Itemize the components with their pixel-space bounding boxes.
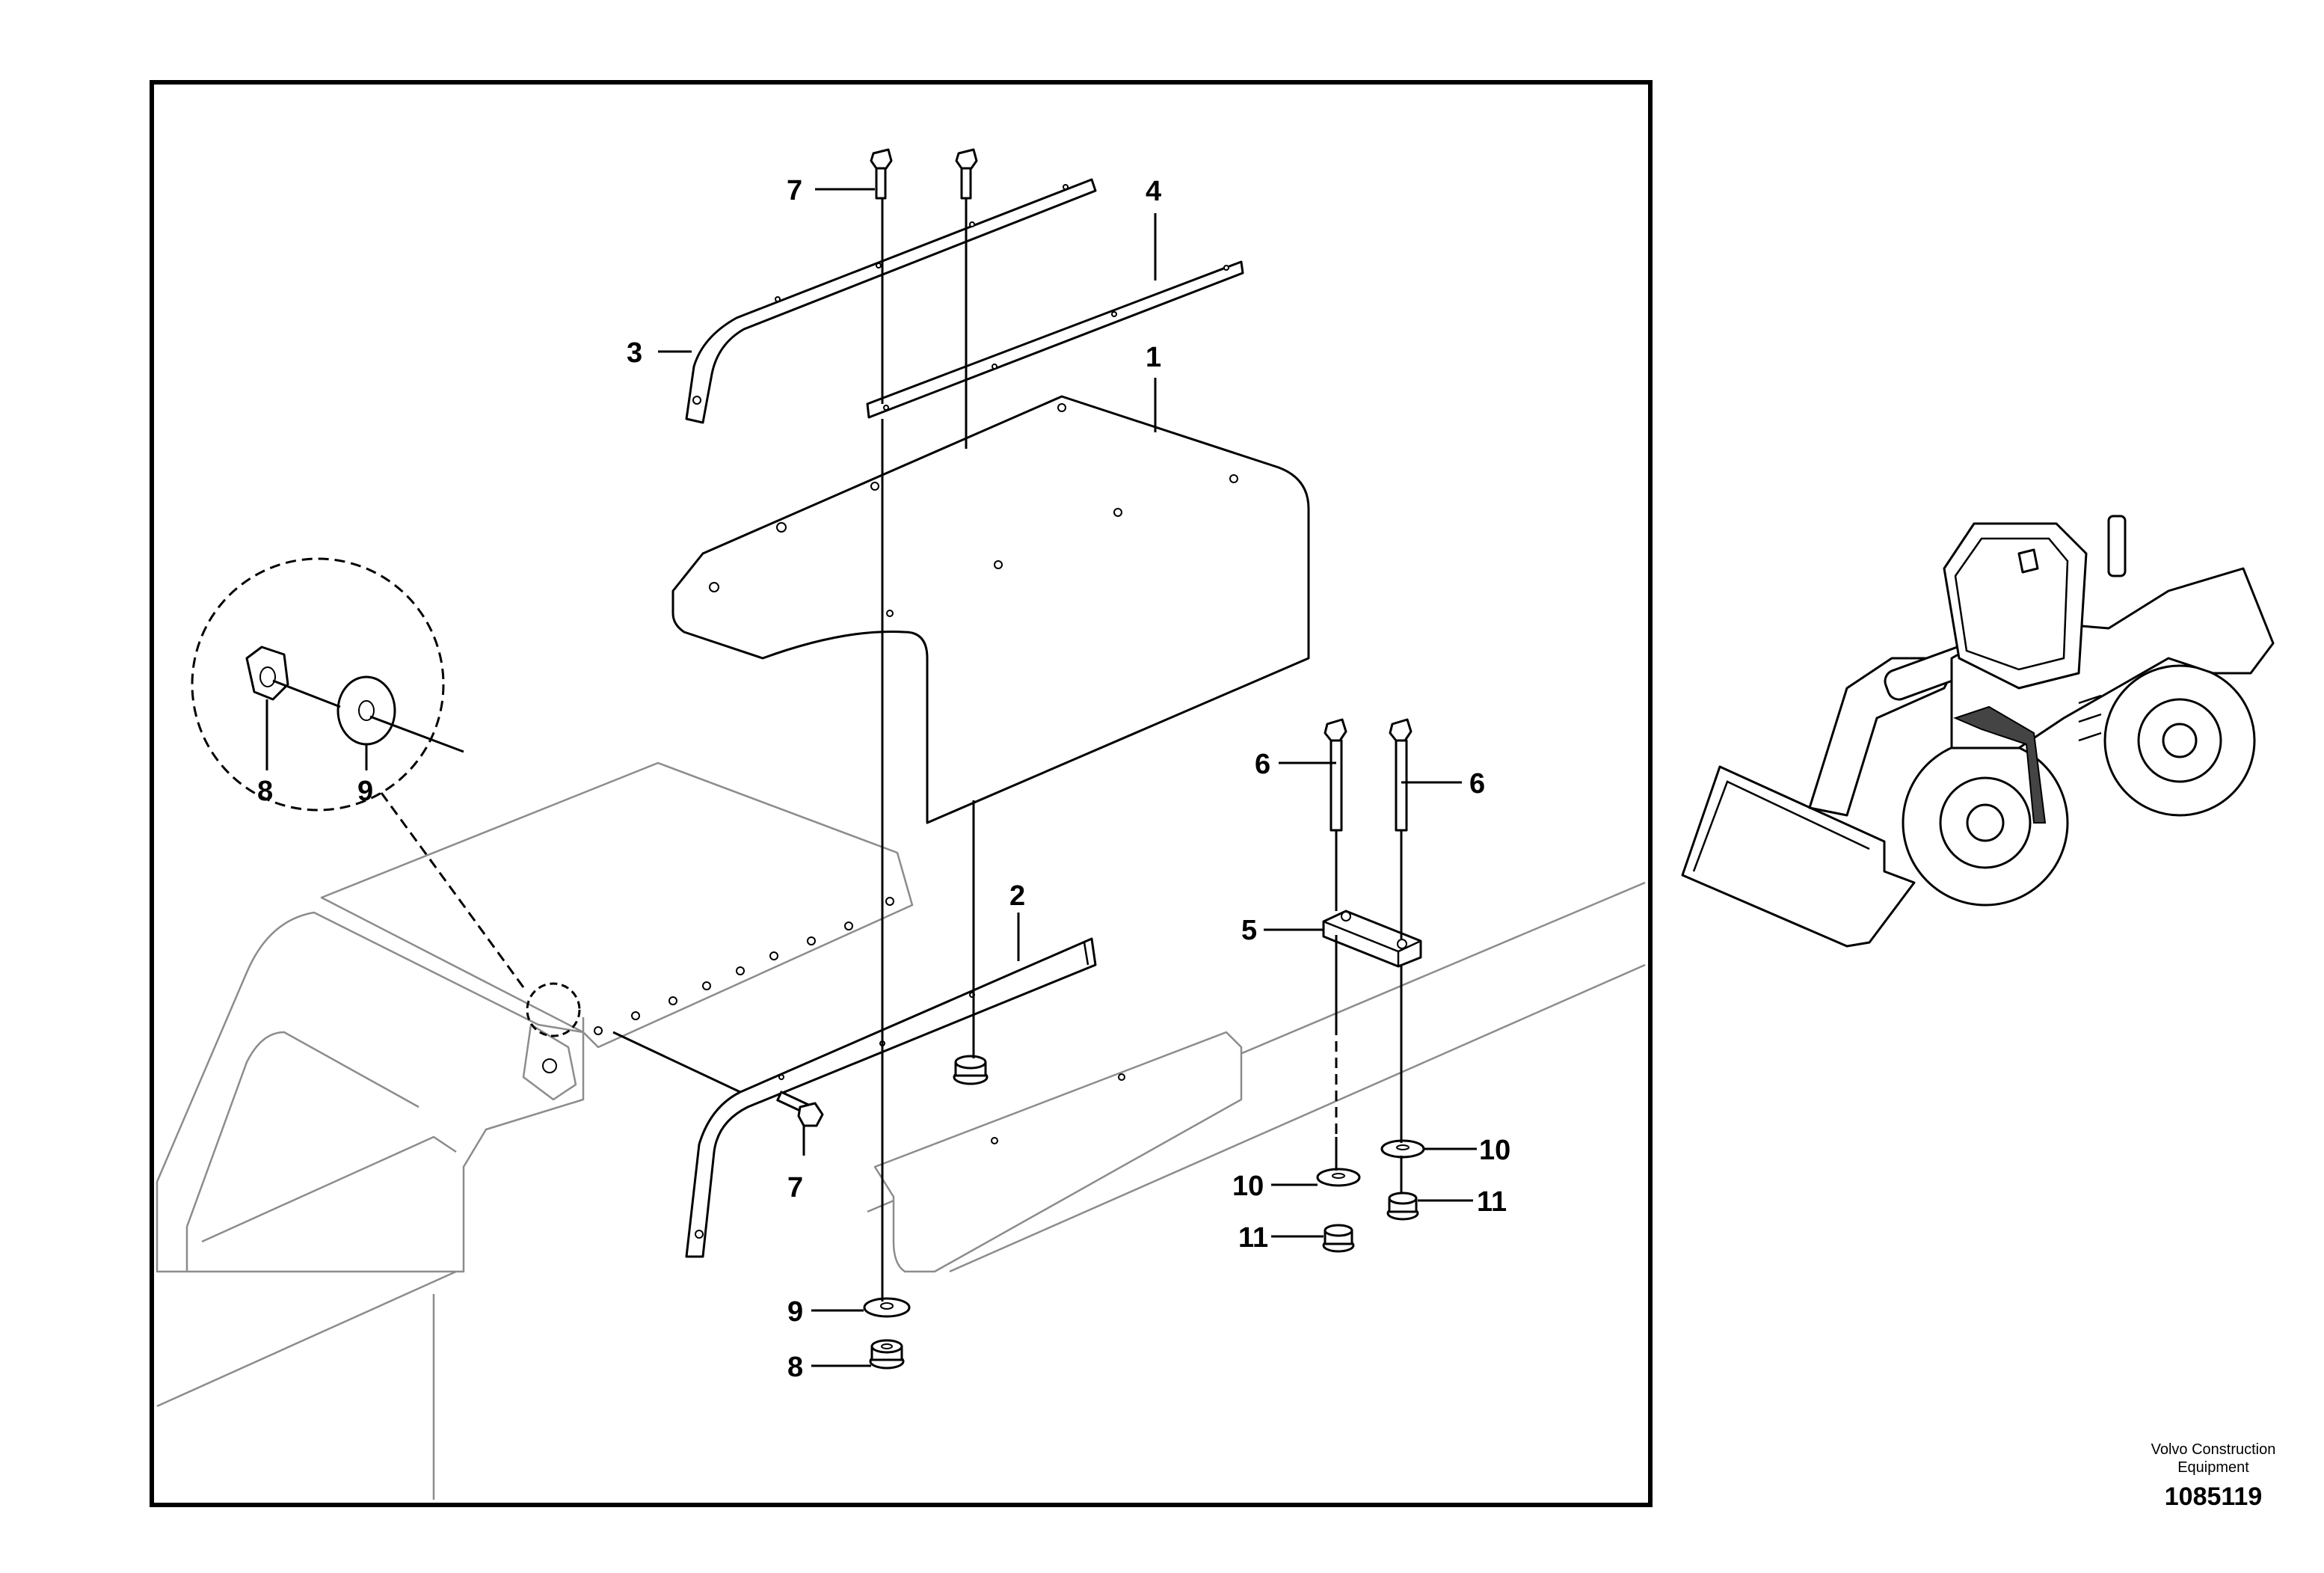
callout-4: 4 <box>1146 176 1161 207</box>
detail-view <box>191 557 581 1037</box>
part-5-spacer-block <box>1322 910 1422 968</box>
callout-7-top: 7 <box>787 175 802 206</box>
part-6-long-bolt-right <box>1389 718 1412 939</box>
machine-context <box>156 761 1646 1500</box>
callout-6-right: 6 <box>1469 768 1485 800</box>
callout-8-lower: 8 <box>787 1352 803 1383</box>
diagram-frame <box>150 80 1653 1507</box>
callout-3: 3 <box>627 337 642 369</box>
callout-1: 1 <box>1146 342 1161 373</box>
part-11-flange-nut-right <box>1386 1192 1419 1221</box>
wheel-loader-thumbnail <box>1681 515 2275 948</box>
callout-10-left: 10 <box>1232 1171 1264 1202</box>
part-9-detail-washer <box>336 675 396 746</box>
part-1-cover-panel <box>671 395 1310 824</box>
part-7-bolt-top-right <box>955 148 978 200</box>
part-8-flange-nut-lower <box>869 1339 905 1370</box>
part-7-bolt-top-left <box>870 148 893 200</box>
callout-5: 5 <box>1241 915 1257 946</box>
part-11-flange-nut-left <box>1322 1224 1355 1253</box>
part-3-upper-curved-strip <box>685 178 1097 424</box>
callout-10-right: 10 <box>1479 1135 1510 1166</box>
callout-6-left: 6 <box>1255 749 1270 780</box>
callout-leaders <box>265 188 1477 1367</box>
part-10-washer-right <box>1380 1139 1425 1159</box>
callout-11-left: 11 <box>1238 1222 1268 1254</box>
brand-text: Volvo Construction Equipment <box>2116 1441 2311 1477</box>
callout-11-right: 11 <box>1477 1186 1507 1218</box>
callout-8-detail: 8 <box>257 776 273 807</box>
callout-labels: 1 2 3 4 5 6 6 7 7 8 8 9 9 10 10 11 11 <box>257 175 1510 1383</box>
callout-7-lower: 7 <box>787 1172 803 1203</box>
part-8-flange-nut-cover <box>953 1055 989 1085</box>
brand-line-2: Equipment <box>2177 1459 2249 1476</box>
part-8-detail-nut <box>245 646 289 701</box>
callout-9-lower: 9 <box>787 1296 803 1328</box>
part-4-upper-straight-strip <box>866 260 1244 419</box>
callout-2: 2 <box>1009 880 1025 912</box>
detail-origin-circle <box>526 982 581 1037</box>
document-number: 1085119 <box>2164 1482 2263 1511</box>
part-2-lower-curved-strip <box>685 937 1097 1258</box>
thumbnail-fender-highlight <box>1953 705 2047 824</box>
part-9-washer-lower <box>863 1297 911 1318</box>
callout-9-detail: 9 <box>357 776 373 807</box>
part-7-bolt-lower <box>776 1091 824 1127</box>
detail-circle <box>191 557 445 812</box>
fender-hole-row <box>594 897 894 1035</box>
assembly-axis-lines <box>612 198 1403 1301</box>
part-10-washer-left <box>1316 1168 1361 1187</box>
brand-line-1: Volvo Construction <box>2151 1441 2276 1458</box>
part-6-long-bolt-left <box>1324 718 1347 911</box>
